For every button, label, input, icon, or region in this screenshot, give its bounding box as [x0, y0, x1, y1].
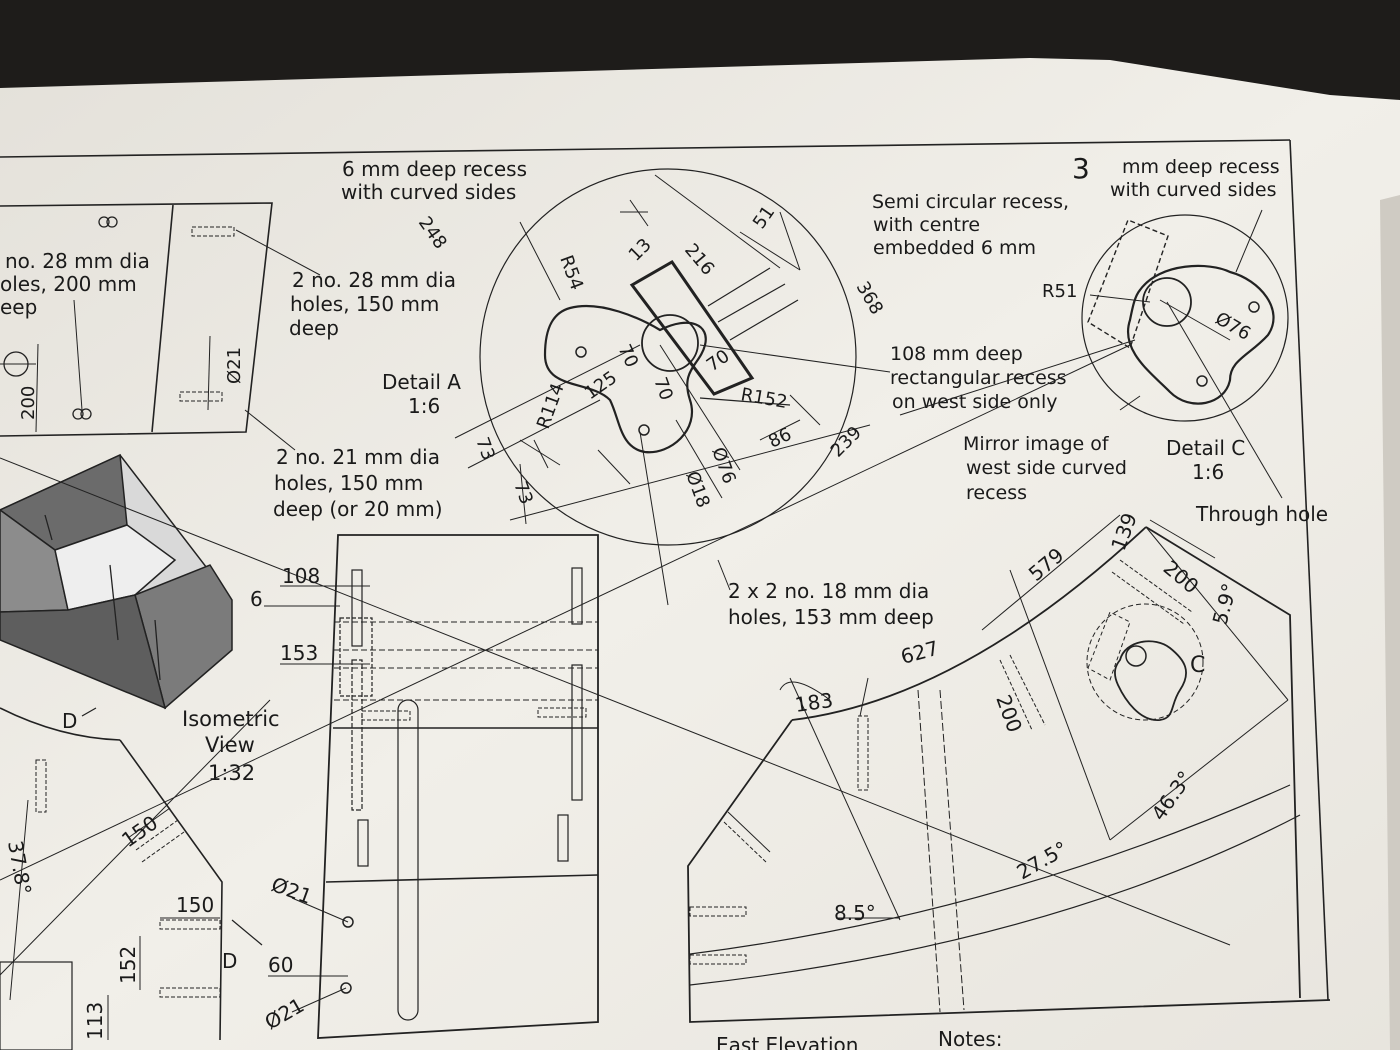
label-detail-c-line1: Detail C [1166, 436, 1245, 460]
label-notes-heading: Notes: [938, 1027, 1003, 1050]
dim-e-c: C [1190, 653, 1205, 678]
paper-right-edge-shadow [1380, 195, 1400, 1050]
drawing-frame [0, 139, 1329, 1001]
label-isometric-line2: View [205, 733, 255, 757]
note-semi-recess-line1: Semi circular recess, [872, 191, 1069, 213]
dim-s-d1: D [62, 709, 77, 733]
dim-f-153: 153 [280, 641, 318, 665]
dim-f-6: 6 [250, 587, 263, 611]
note-holes-28-left-line1: no. 28 mm dia [5, 249, 150, 273]
note-mirror-line2: west side curved [966, 457, 1127, 479]
section-view [0, 699, 271, 1050]
label-detail-a-line2: 1:6 [408, 394, 440, 418]
note-rect-recess-line2: rectangular recess [890, 367, 1067, 389]
handwritten-digit: 3 [1072, 152, 1090, 185]
note-semi-recess-line2: with centre [873, 214, 980, 236]
front-elevation [0, 344, 1231, 1039]
label-detail-a-line1: Detail A [382, 370, 461, 394]
dim-e-85: 8.5° [834, 901, 876, 925]
note-holes-28-left-line2: oles, 200 mm [0, 272, 137, 296]
note-recess-a-line1: 6 mm deep recess [342, 157, 527, 181]
dim-s-d2: D [222, 949, 237, 973]
isometric-view [0, 453, 233, 710]
note-holes-21-line1: 2 no. 21 mm dia [276, 445, 440, 469]
east-elevation [687, 514, 1331, 1023]
left-top-view [0, 202, 321, 451]
note-holes-21-line3: deep (or 20 mm) [273, 497, 443, 521]
label-isometric-line1: Isometric [182, 707, 280, 731]
dim-l-o21: Ø21 [224, 347, 245, 384]
note-mirror-line1: Mirror image of [963, 433, 1110, 455]
paper-sheet [0, 58, 1400, 1050]
label-isometric-line3: 1:32 [208, 761, 255, 785]
note-semi-recess-line3: embedded 6 mm [873, 237, 1036, 259]
note-holes-18-line2: holes, 153 mm deep [728, 605, 934, 629]
note-holes-28-150-line3: deep [289, 316, 339, 340]
note-through-hole: Through hole [1195, 502, 1328, 526]
dim-f-108: 108 [282, 564, 320, 588]
note-holes-28-150-line2: holes, 150 mm [290, 292, 439, 316]
detail-a [454, 168, 891, 606]
dim-e-183: 183 [793, 688, 834, 717]
dim-s-150b: 150 [176, 893, 214, 917]
label-detail-c-line2: 1:6 [1192, 460, 1224, 484]
note-recess-a-line2: with curved sides [341, 180, 516, 204]
note-holes-28-left-line3: eep [0, 295, 37, 319]
note-holes-21-line2: holes, 150 mm [274, 471, 423, 495]
note-rect-recess-line3: on west side only [892, 391, 1057, 413]
detail-c [899, 209, 1289, 499]
note-holes-18-line1: 2 x 2 no. 18 mm dia [728, 579, 929, 603]
note-rect-recess-line1: 108 mm deep [890, 343, 1023, 365]
note-recess-c-line1: mm deep recess [1122, 156, 1280, 178]
dim-f-60: 60 [268, 953, 293, 977]
dim-s-113: 113 [83, 1002, 107, 1040]
note-recess-c-line2: with curved sides [1110, 179, 1277, 201]
label-east-elevation: East Elevation [716, 1033, 858, 1050]
dim-s-152: 152 [116, 946, 140, 984]
dim-l-200: 200 [18, 386, 39, 420]
note-holes-28-150-line1: 2 no. 28 mm dia [292, 268, 456, 292]
note-mirror-line3: recess [966, 482, 1027, 504]
dim-c-r51: R51 [1042, 281, 1077, 302]
